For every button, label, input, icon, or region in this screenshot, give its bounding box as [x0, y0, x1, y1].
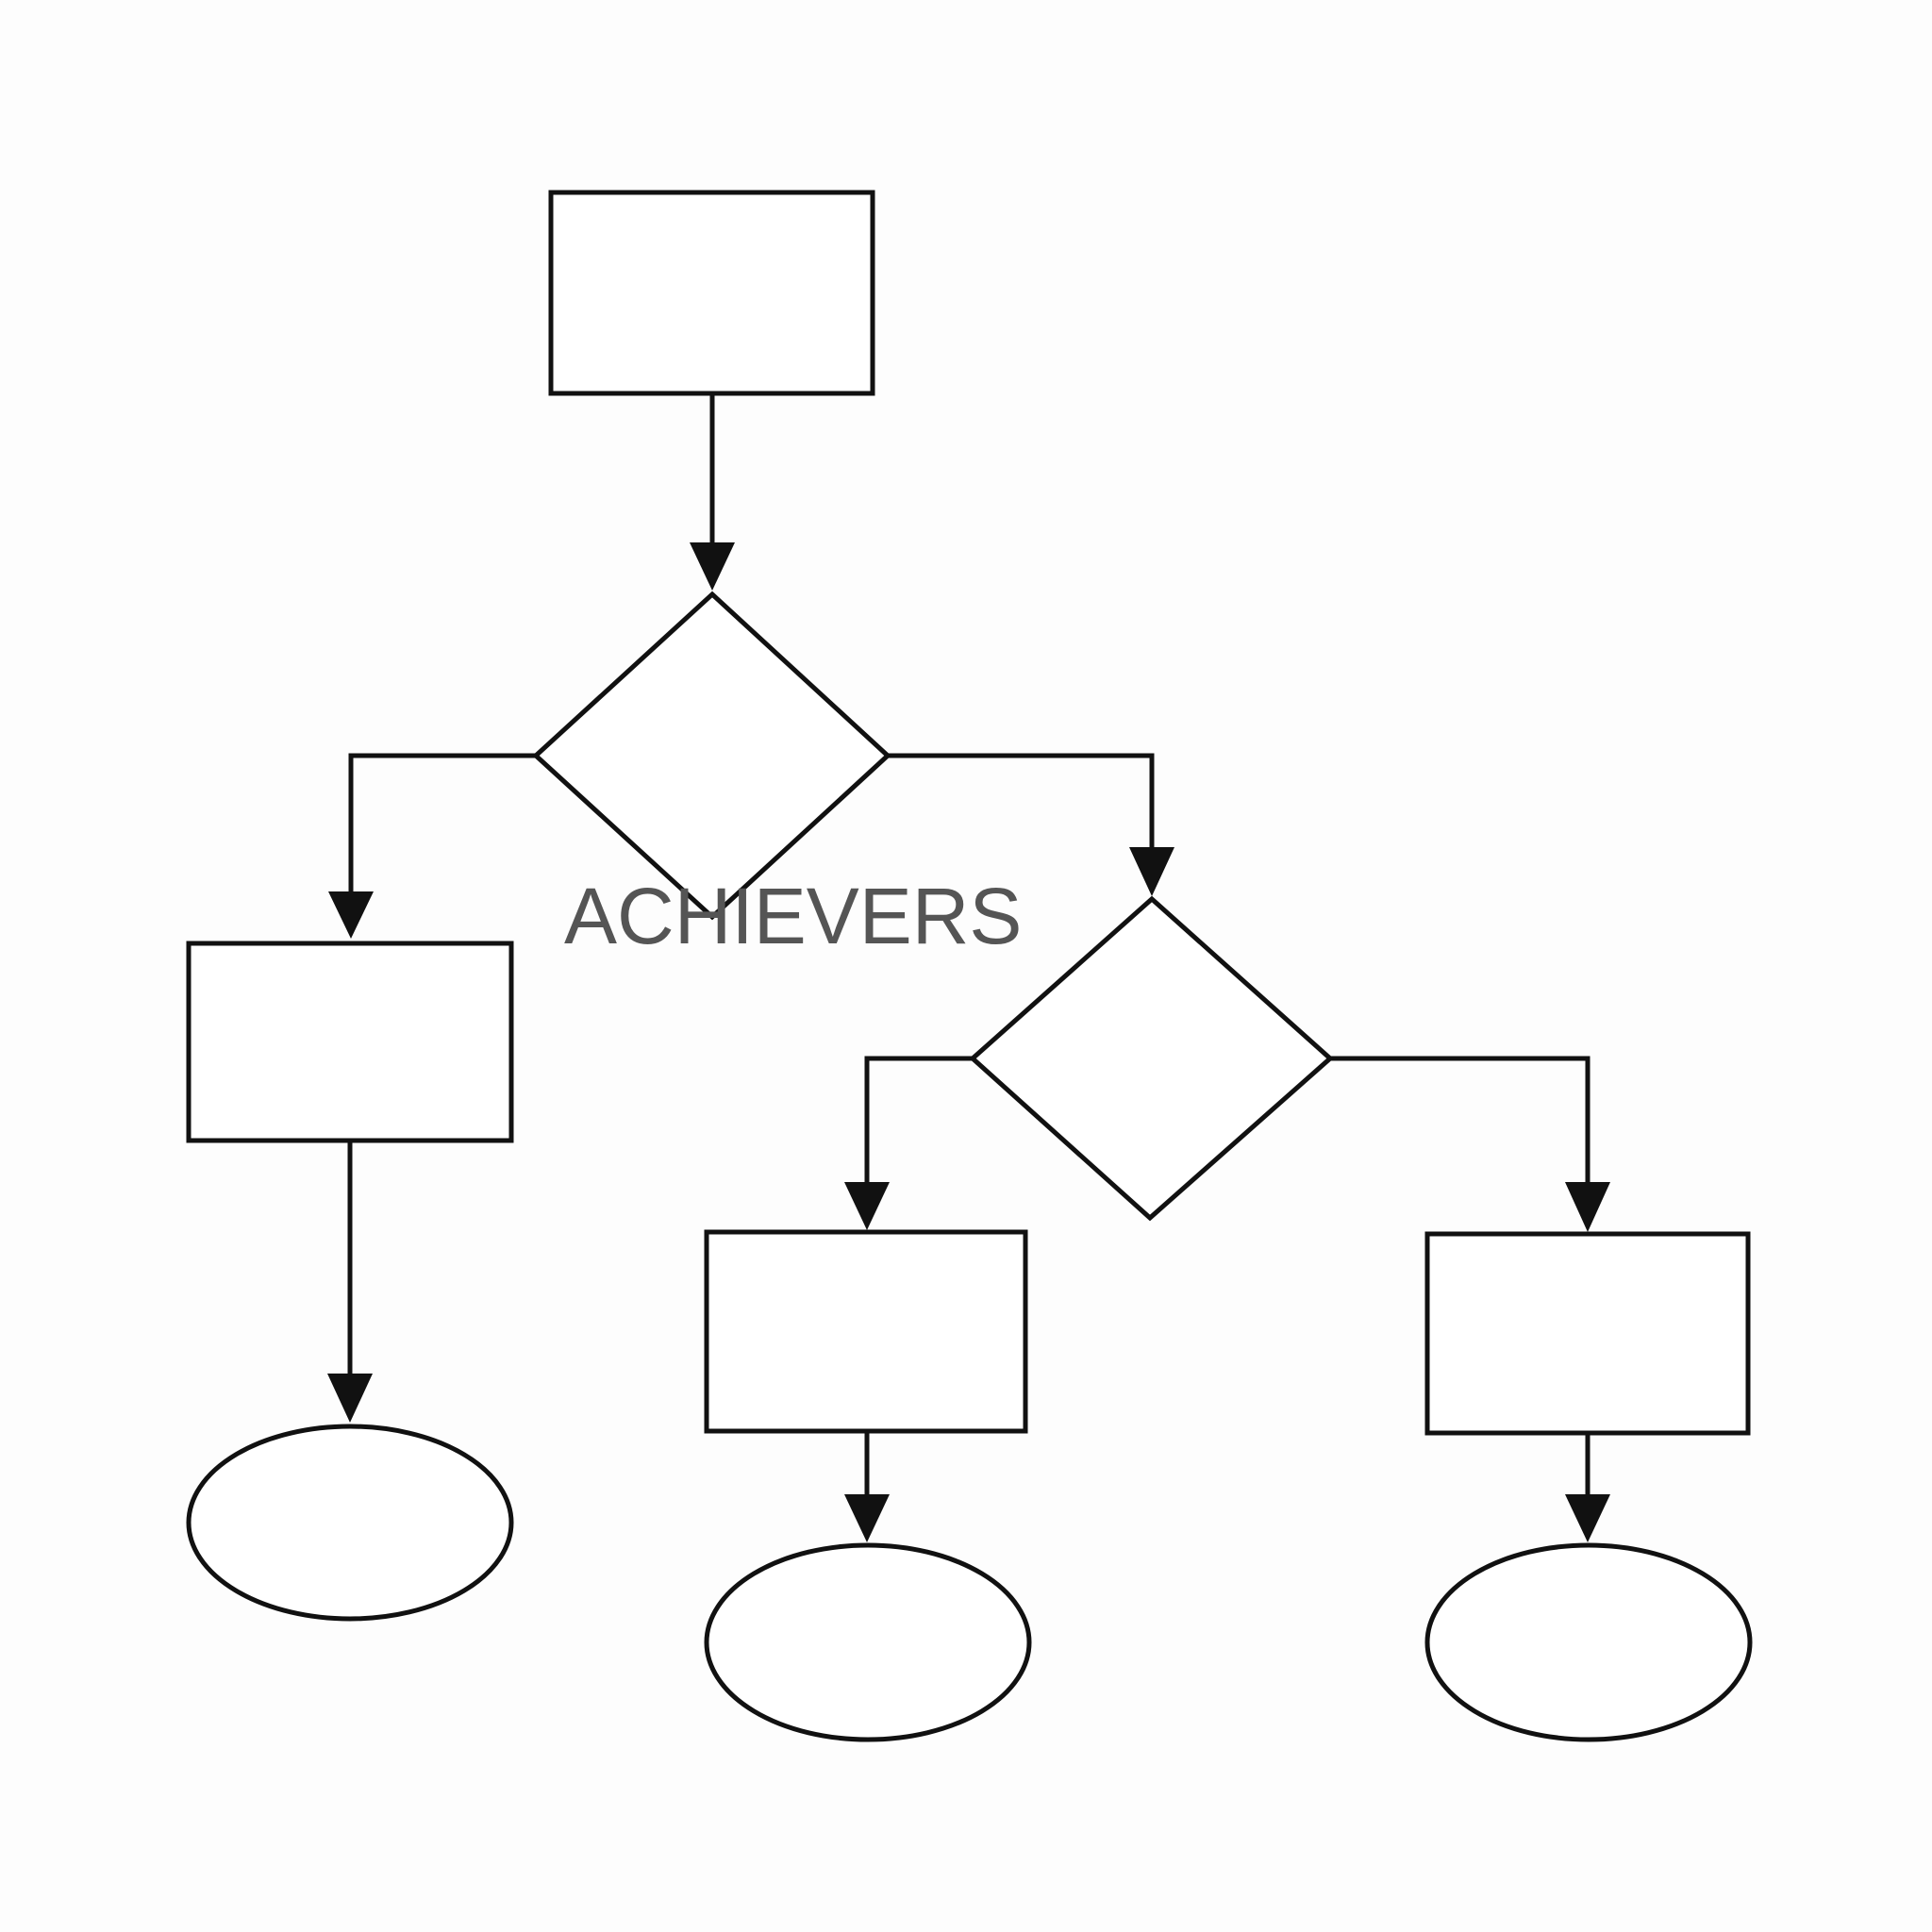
left-process-box — [186, 941, 514, 1143]
arrowheads — [327, 542, 1610, 1542]
edge-decision-2-to-right-process — [1330, 1056, 1591, 1185]
arrowhead-right-terminal — [1565, 1494, 1610, 1542]
edge-decision-1-to-left-process — [348, 753, 536, 896]
arrowhead-right-process — [1565, 1182, 1610, 1232]
decision-1-diamond — [532, 591, 891, 921]
arrowhead-middle-terminal — [844, 1494, 890, 1542]
right-terminal-ellipse — [1424, 1542, 1753, 1742]
connectors — [347, 394, 1591, 1496]
start-process-box — [548, 190, 875, 396]
diagram-label: ACHIEVERS — [564, 872, 1022, 960]
right-process-box — [1424, 1231, 1751, 1436]
arrowhead-middle-process — [844, 1182, 890, 1230]
decision-2-diamond — [969, 895, 1334, 1222]
arrowhead-left-terminal — [327, 1374, 373, 1423]
edge-decision-2-to-middle-process — [864, 1056, 973, 1185]
left-terminal-ellipse — [186, 1424, 514, 1622]
arrowhead-left-process — [328, 891, 374, 939]
edge-decision-1-to-decision-2 — [888, 753, 1155, 849]
nodes — [186, 190, 1753, 1742]
middle-terminal-ellipse — [704, 1542, 1032, 1742]
middle-process-box — [704, 1229, 1028, 1434]
arrowhead-decision-1 — [690, 542, 735, 591]
arrowhead-decision-2 — [1129, 847, 1174, 896]
